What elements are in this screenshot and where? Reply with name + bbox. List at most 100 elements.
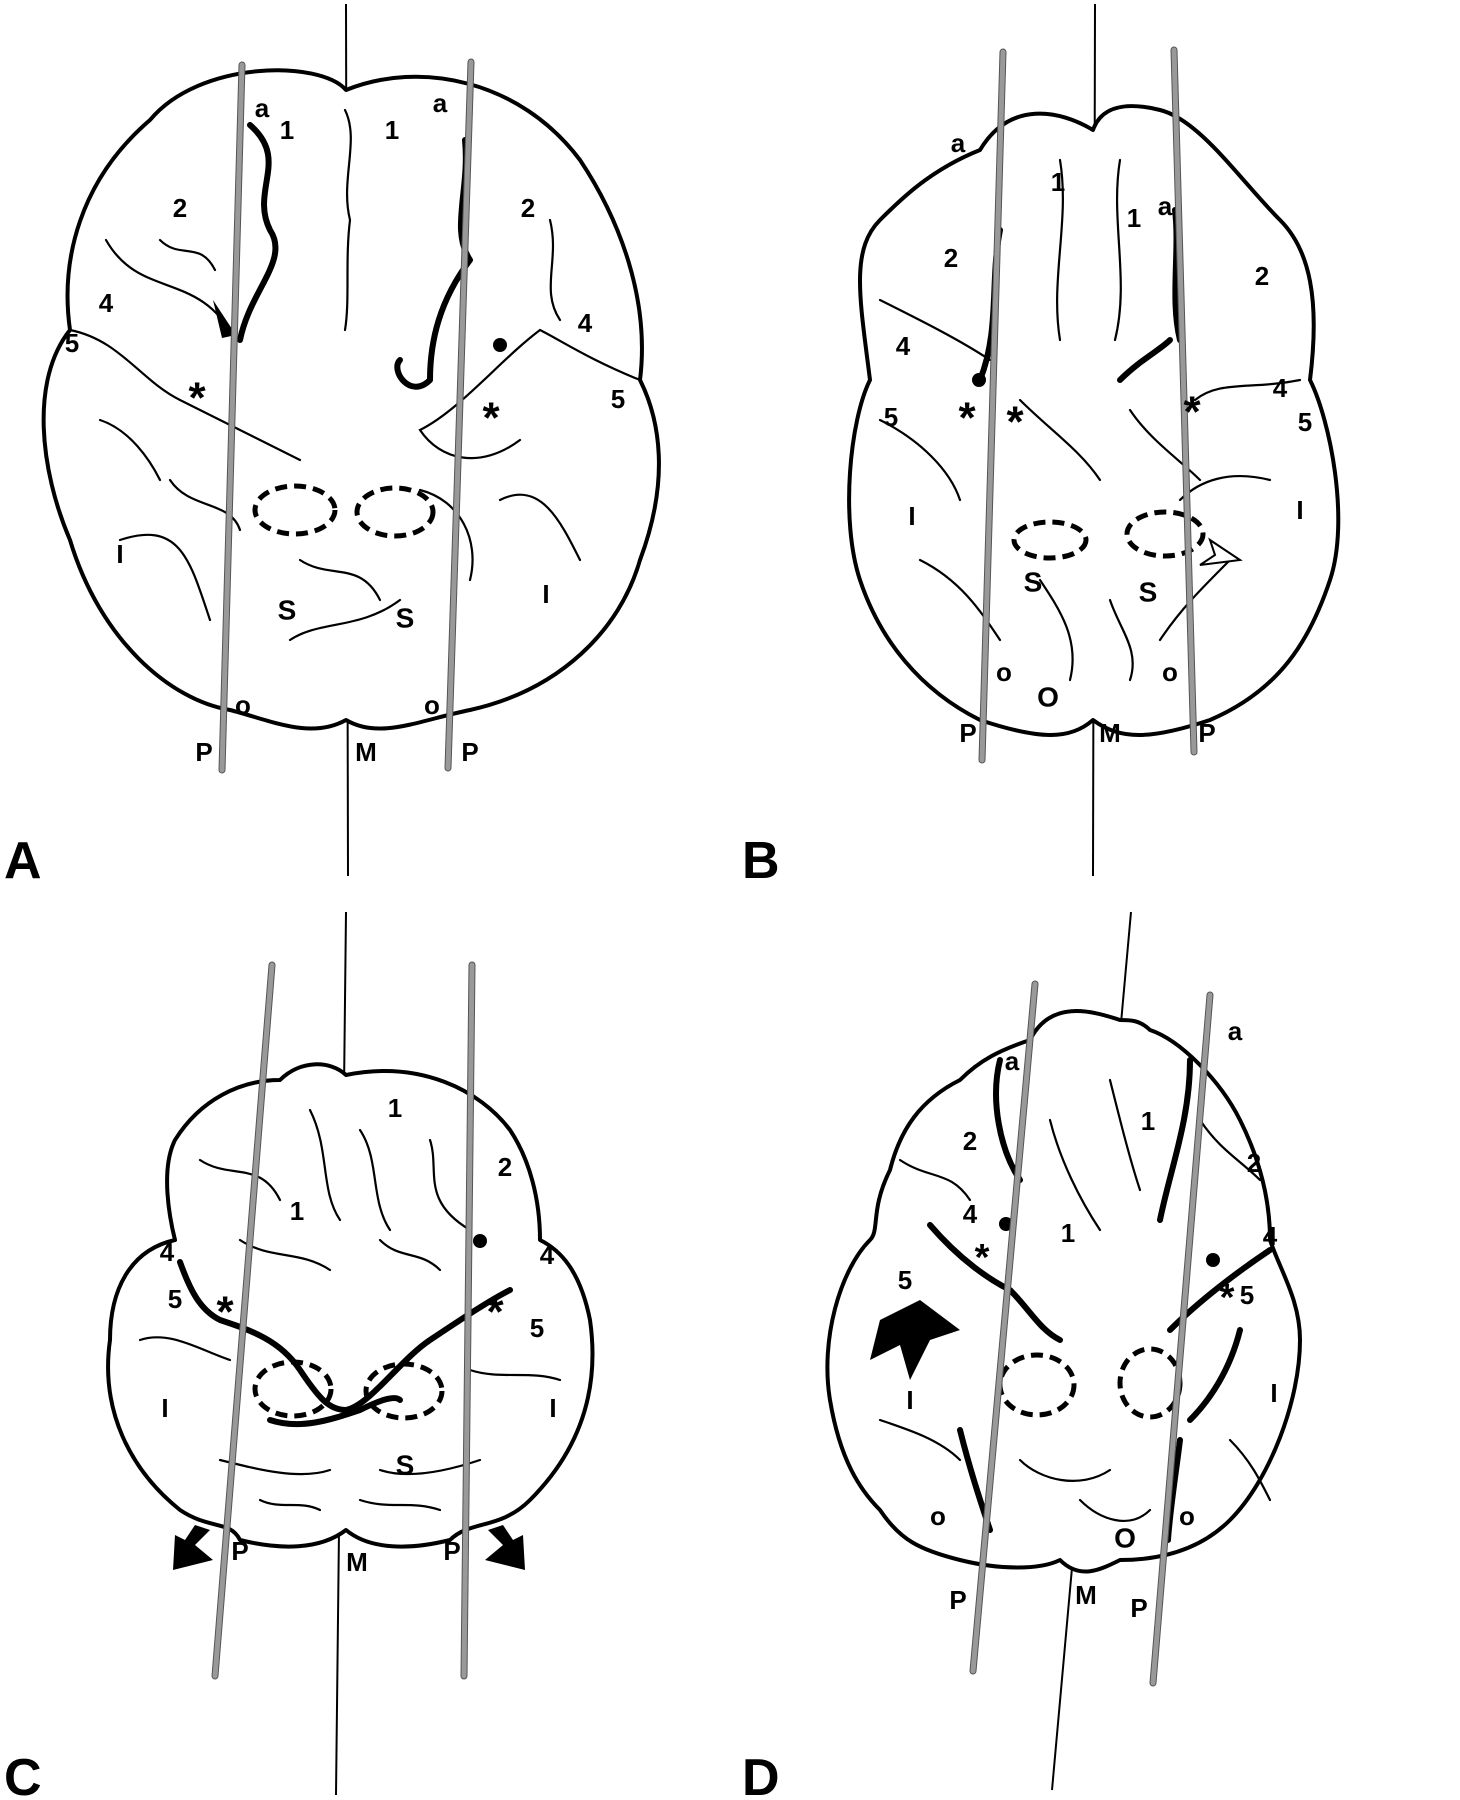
panel-c-label: P (443, 1536, 460, 1566)
panel-b-label: S (1139, 577, 1158, 608)
panel-b-label: O (1037, 682, 1059, 713)
panel-d-label: 2 (1247, 1148, 1261, 1178)
panel-d-dot-marker-right (1206, 1253, 1220, 1267)
panel-a-dashed-region-left (252, 483, 338, 537)
panel-d: a a 1 1 2 2 4 4 5 5 * * I I o o O P P M … (742, 911, 1302, 1800)
panel-b-label: 5 (884, 402, 898, 432)
panel-b-label: o (996, 657, 1012, 687)
panel-b-label: P (959, 718, 976, 748)
panel-c-label: 5 (168, 1284, 182, 1314)
panel-c-label: 2 (498, 1152, 512, 1182)
panel-a-label: * (482, 394, 500, 443)
panel-a-label: o (424, 690, 440, 720)
panel-a-dashed-region-right (354, 485, 436, 539)
panel-c-label: * (486, 1288, 504, 1337)
panel-d-label: I (1270, 1378, 1277, 1408)
panel-b-label: M (1099, 718, 1121, 748)
panel-a-label: M (355, 737, 377, 767)
panel-a-label: S (396, 603, 415, 634)
panel-a-label: S (278, 595, 297, 626)
panel-a-arrow-icon (213, 300, 236, 338)
panel-d-labels: a a 1 1 2 2 4 4 5 5 * * I I o o O P P M (898, 1016, 1278, 1623)
panel-a-label: * (188, 374, 206, 423)
panel-d-label: I (906, 1385, 913, 1415)
panel-c-label: I (549, 1393, 556, 1423)
panel-d-label: 1 (1061, 1218, 1075, 1248)
panel-c-dashed-region-left (252, 1359, 334, 1419)
panel-d-label: P (949, 1585, 966, 1615)
panel-a-label: o (235, 690, 251, 720)
panel-d-label: o (930, 1501, 946, 1531)
panel-a-label: 5 (611, 384, 625, 414)
panel-d-dot-marker-left (999, 1217, 1013, 1231)
panel-a-label: P (195, 737, 212, 767)
panel-b-dashed-region-right (1124, 509, 1206, 559)
panel-c-label: P (231, 1536, 248, 1566)
panel-a-letter: A (4, 832, 42, 890)
panel-b-label: * (1183, 388, 1201, 437)
panel-d-label: 5 (1240, 1280, 1254, 1310)
panel-a-dot-marker (493, 338, 507, 352)
panel-a-label: P (461, 737, 478, 767)
panel-d-label: * (1220, 1277, 1235, 1319)
panel-d-label: 1 (1141, 1106, 1155, 1136)
panel-c-dot-marker (473, 1234, 487, 1248)
panel-b-letter: B (742, 832, 780, 890)
panel-b-dot-marker (972, 373, 986, 387)
panel-c-arrow-right-icon (485, 1525, 525, 1570)
panel-b-open-arrow-icon (1199, 537, 1243, 566)
panel-b-label: 1 (1127, 203, 1141, 233)
panel-b-brain-outline (847, 104, 1341, 737)
panel-b-label: P (1198, 718, 1215, 748)
panel-d-label: o (1179, 1501, 1195, 1531)
panel-b-labels: a a 1 1 2 2 4 4 5 5 * * * I I S S o o O … (884, 128, 1312, 748)
panel-b-label: o (1162, 657, 1178, 687)
panel-b-label: * (958, 394, 976, 443)
panel-b-label: I (1296, 495, 1303, 525)
panel-a-label: 2 (521, 193, 535, 223)
panel-a-label: 5 (65, 328, 79, 358)
panel-d-label: 2 (963, 1126, 977, 1156)
panel-c-labels: 1 1 2 4 4 5 5 * * I I S P P M (160, 1093, 557, 1577)
panel-c-arrow-left-icon (173, 1525, 213, 1570)
panel-c-label: * (216, 1288, 234, 1337)
panel-b-label: 2 (944, 243, 958, 273)
panel-a-label: I (116, 539, 123, 569)
panel-a-label: 2 (173, 193, 187, 223)
panel-b-label: 2 (1255, 261, 1269, 291)
panel-c-label: 5 (530, 1313, 544, 1343)
panel-c-label: I (161, 1393, 168, 1423)
panel-d-label: * (975, 1237, 990, 1279)
panel-b-label: a (1158, 191, 1173, 221)
panel-c-label: 4 (160, 1237, 175, 1267)
panel-a-label: I (542, 579, 549, 609)
panel-c-label: 1 (290, 1196, 304, 1226)
panel-d-label: a (1228, 1016, 1243, 1046)
panel-a-label: a (433, 88, 448, 118)
panel-c: 1 1 2 4 4 5 5 * * I I S P P M C (4, 911, 595, 1800)
panel-c-label: 1 (388, 1093, 402, 1123)
panel-d-label: 4 (1263, 1221, 1278, 1251)
panel-b-label: I (908, 501, 915, 531)
panel-d-label: 5 (898, 1265, 912, 1295)
panel-d-label: a (1005, 1046, 1020, 1076)
panel-a-label: a (255, 93, 270, 123)
panel-a-label: 1 (385, 115, 399, 145)
panel-d-label: O (1114, 1523, 1136, 1554)
panel-b: a a 1 1 2 2 4 4 5 5 * * * I I S S o o O … (742, 3, 1341, 890)
panel-d-label: M (1075, 1580, 1097, 1610)
panel-d-label: 4 (963, 1199, 978, 1229)
panel-c-label: 4 (540, 1240, 555, 1270)
panel-a-labels: a a 1 1 2 2 4 4 5 5 * * I I S S o o P P … (65, 88, 625, 767)
panel-c-letter: C (4, 1749, 42, 1800)
panel-a: a a 1 1 2 2 4 4 5 5 * * I I S S o o P P … (4, 3, 661, 890)
panel-b-label: 4 (1273, 373, 1288, 403)
panel-d-brain-outline (825, 1009, 1302, 1574)
panel-b-label: 1 (1051, 167, 1065, 197)
panel-b-label: 5 (1298, 407, 1312, 437)
panel-b-dashed-region-left (1011, 519, 1089, 561)
panel-c-label: S (396, 1450, 415, 1481)
panel-b-label: * (1006, 398, 1024, 447)
panel-d-label: P (1130, 1593, 1147, 1623)
